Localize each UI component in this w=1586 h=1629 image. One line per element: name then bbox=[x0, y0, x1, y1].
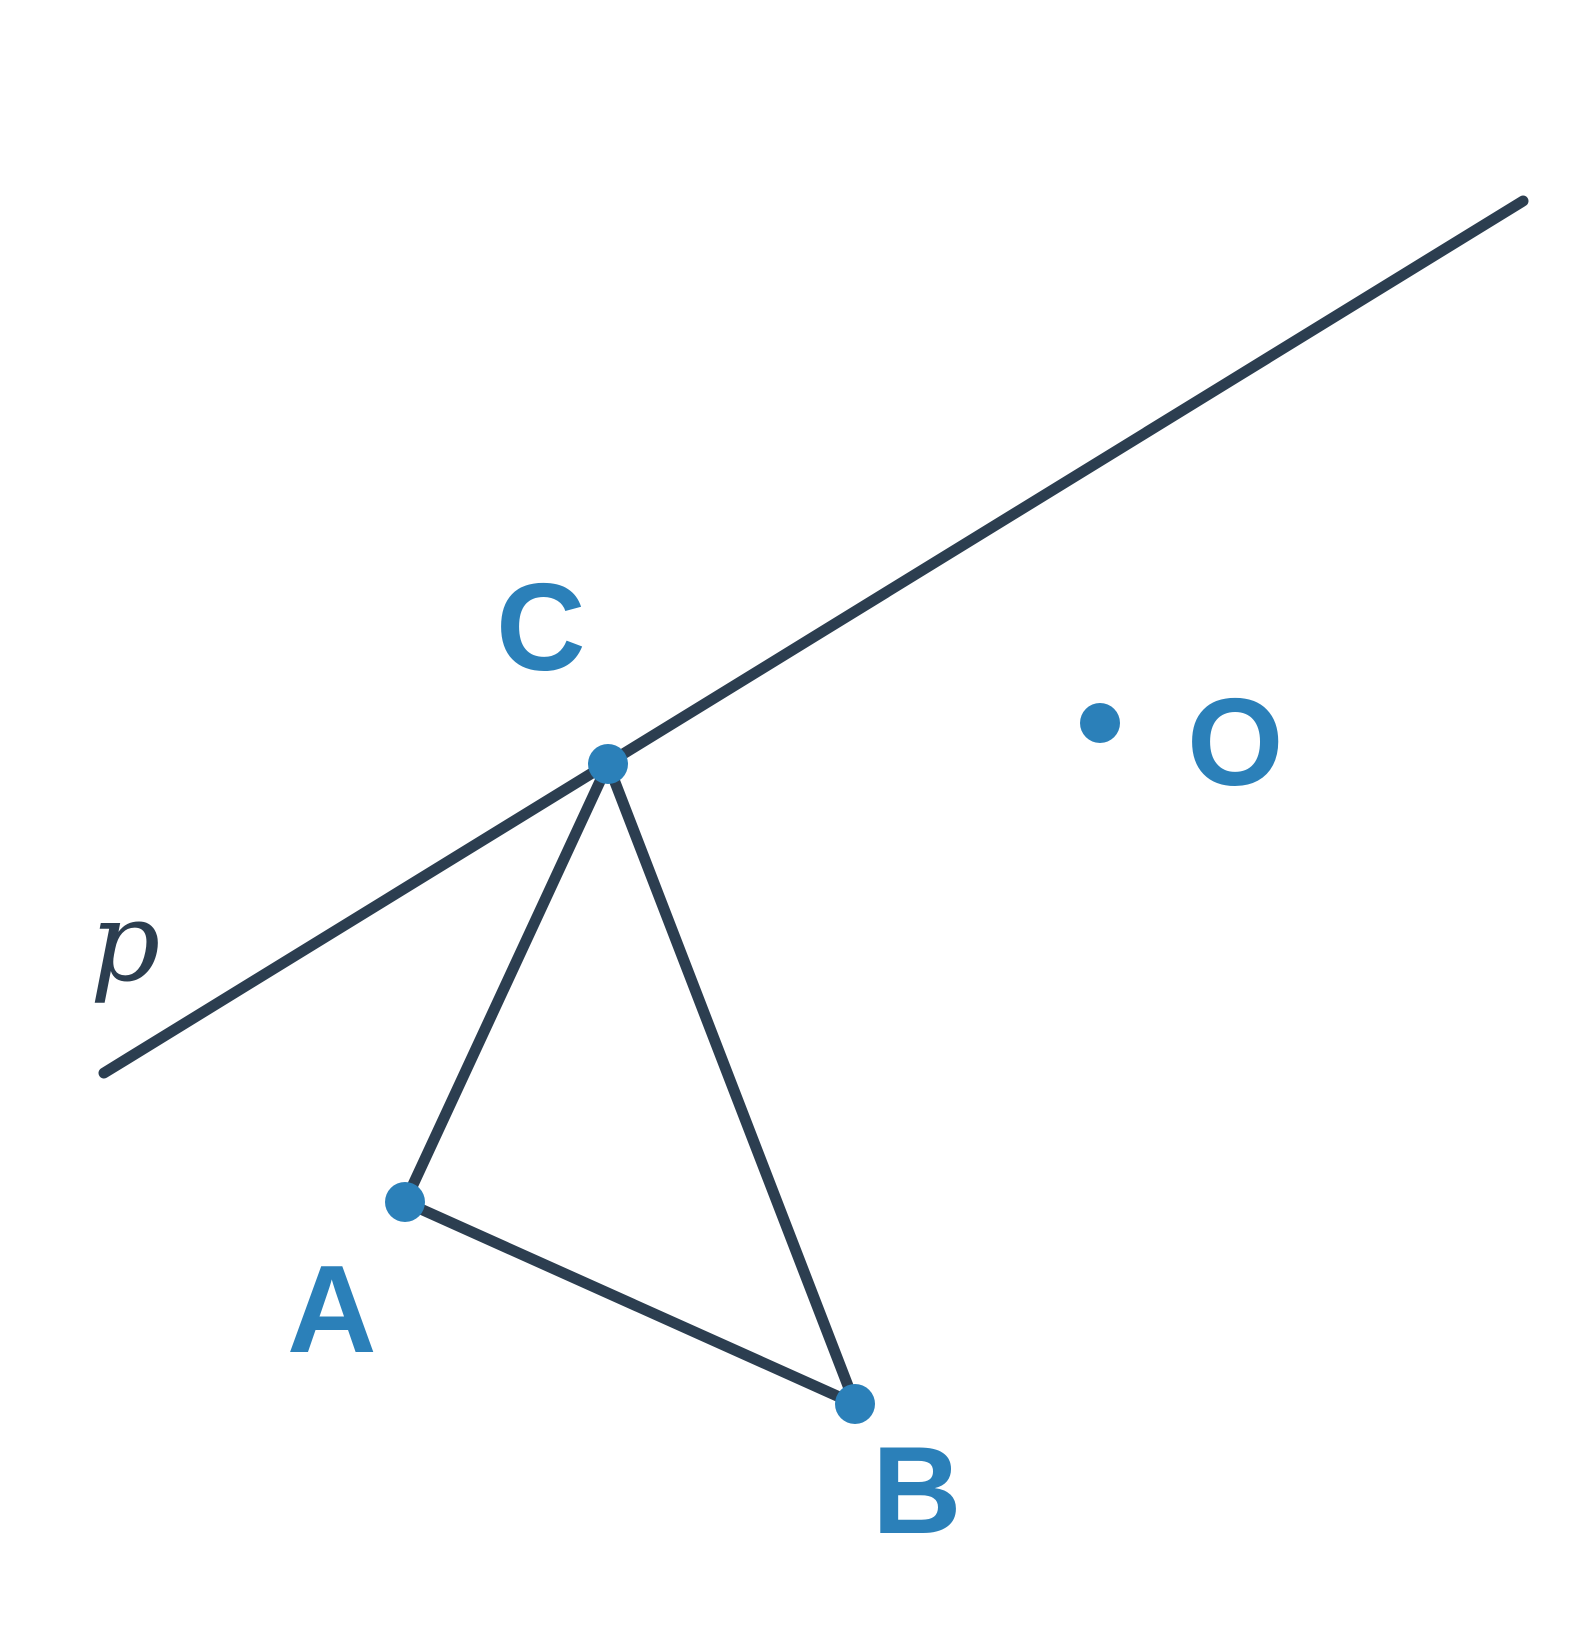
segment-ab bbox=[399, 1196, 861, 1410]
line-p bbox=[98, 195, 1529, 1079]
point-o bbox=[1080, 703, 1120, 743]
segment-ca bbox=[399, 758, 614, 1208]
point-c bbox=[588, 744, 628, 784]
label-a: A bbox=[287, 1241, 377, 1379]
point-a bbox=[385, 1182, 425, 1222]
label-b: B bbox=[872, 1422, 962, 1560]
segment-cb bbox=[602, 758, 861, 1410]
point-b bbox=[835, 1384, 875, 1424]
label-o: O bbox=[1187, 674, 1283, 812]
label-c: C bbox=[496, 559, 586, 697]
label-line-p: p bbox=[90, 878, 160, 1006]
